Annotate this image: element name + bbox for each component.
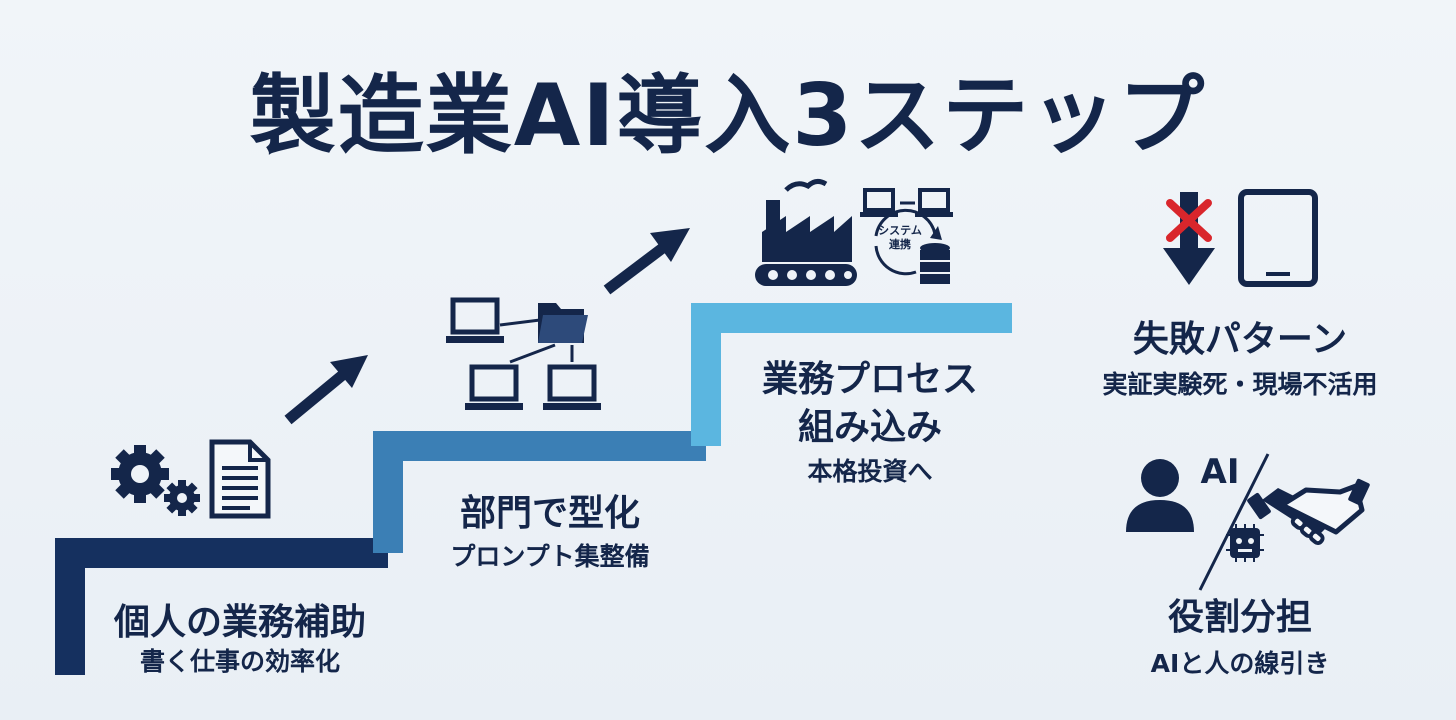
role-heading: 役割分担 — [1167, 597, 1312, 638]
failure-heading: 失敗パターン — [1132, 319, 1348, 360]
step3-sub: 本格投資へ — [807, 457, 933, 486]
failure-sub: 実証実験死・現場不活用 — [1102, 370, 1378, 399]
factory-icon — [762, 178, 852, 262]
conveyor-belt-icon — [755, 264, 857, 286]
step2-heading: 部門で型化 — [459, 493, 640, 534]
up-arrow-icon — [603, 228, 690, 295]
network-lines — [499, 318, 574, 364]
cross-icon — [1166, 199, 1212, 242]
step1-heading: 個人の業務補助 — [113, 602, 366, 643]
tablet-icon — [1238, 189, 1318, 287]
up-arrow-icon — [284, 355, 368, 425]
ai-label: AI — [1200, 452, 1240, 492]
page-title: 製造業AI導入3ステップ — [249, 66, 1207, 166]
step1-sub: 書く仕事の効率化 — [139, 647, 340, 676]
divider-slash — [1198, 453, 1270, 591]
laptop-icon — [446, 297, 504, 343]
stair-step-2 — [373, 431, 706, 553]
ai-chip-icon — [1226, 524, 1264, 562]
handshake-icon — [1247, 478, 1370, 546]
laptop-icon — [465, 364, 523, 410]
stair-step-1 — [55, 538, 388, 675]
step2-sub: プロンプト集整備 — [450, 542, 650, 571]
laptop-icon — [860, 188, 898, 217]
role-sub: AIと人の線引き — [1150, 649, 1330, 678]
stair-step-3 — [691, 303, 1012, 446]
laptop-icon — [543, 364, 601, 410]
step3-heading-line1: 業務プロセス — [761, 359, 978, 400]
folder-icon — [538, 303, 588, 343]
database-icon — [920, 243, 950, 284]
laptop-icon — [915, 188, 953, 217]
sync-circle-icon — [874, 208, 942, 276]
person-icon — [1126, 459, 1194, 532]
document-icon — [209, 439, 271, 519]
system-link-label-line2: 連携 — [889, 238, 911, 251]
gear-icon — [111, 445, 200, 516]
system-link-label-line1: システム — [878, 224, 922, 237]
step3-heading-line2: 組み込み — [797, 407, 942, 448]
